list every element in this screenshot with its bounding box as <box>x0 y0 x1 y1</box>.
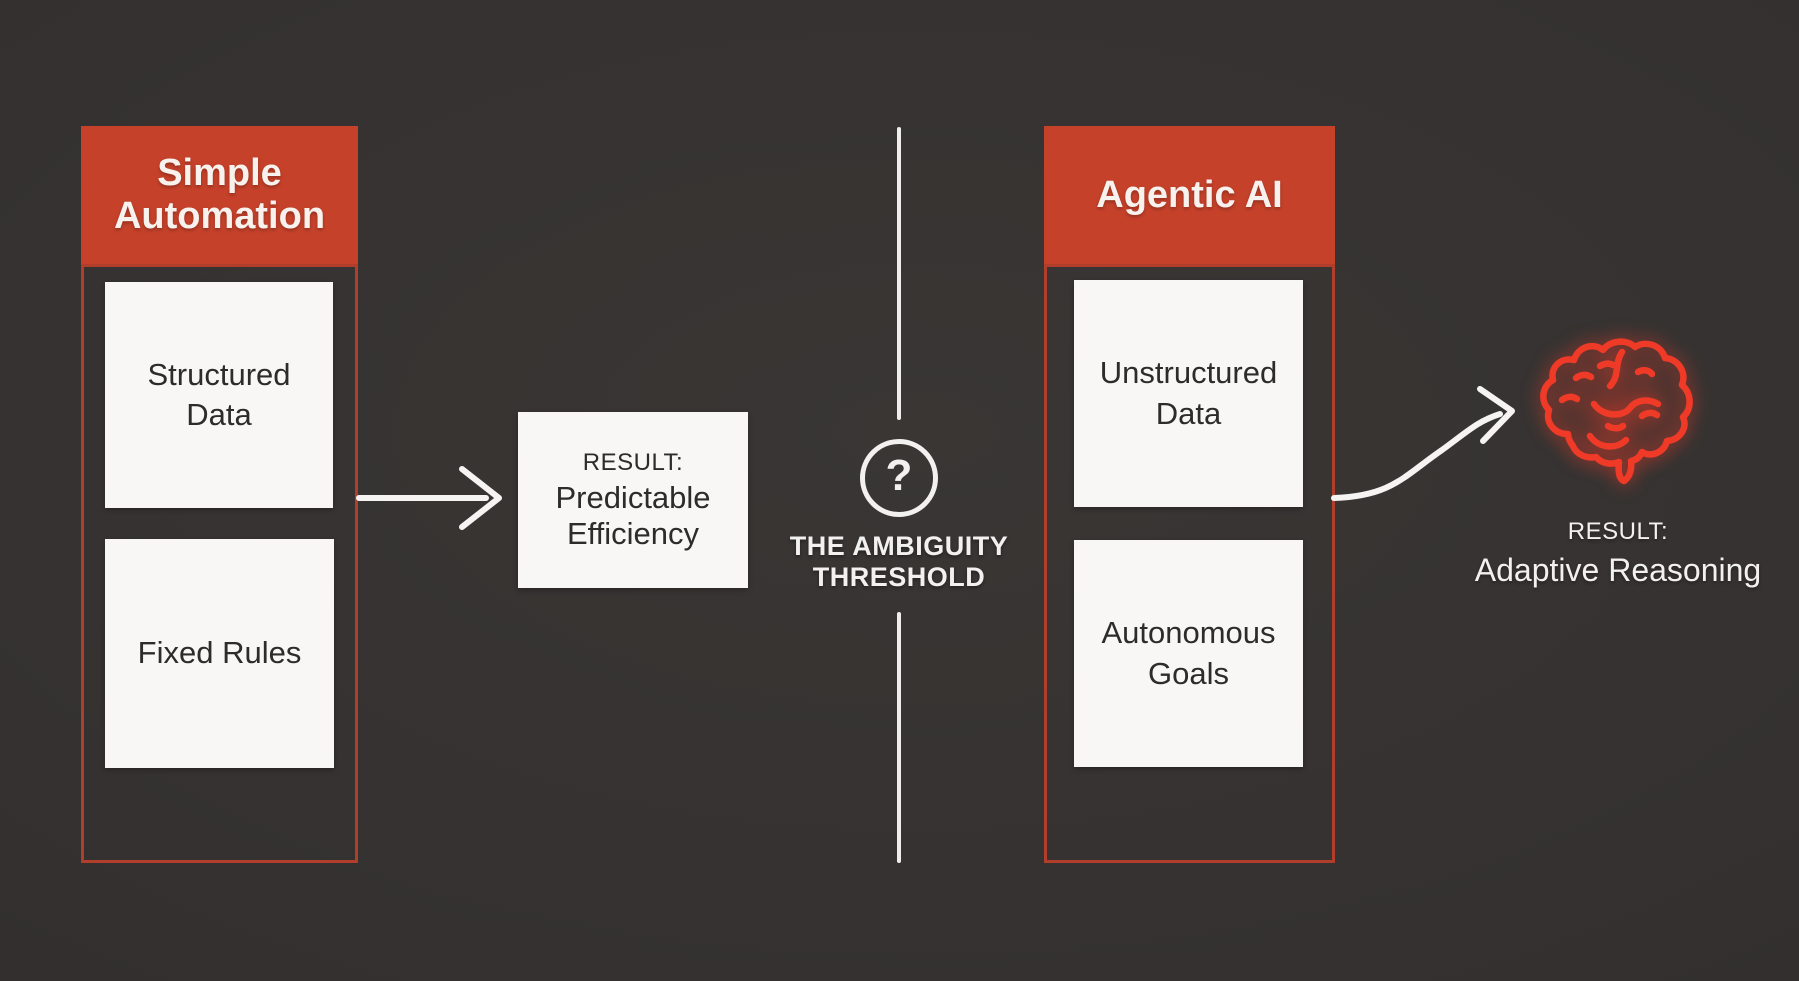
unstructured-data-card: Unstructured Data <box>1074 280 1303 507</box>
structured-data-card: Structured Data <box>105 282 333 508</box>
fixed-rules-card: Fixed Rules <box>105 539 334 768</box>
threshold-divider-top <box>897 127 901 420</box>
left-result-value: Predictable Efficiency <box>555 479 711 551</box>
threshold-line1: THE AMBIGUITY <box>789 531 1009 561</box>
agentic-ai-title: Agentic AI <box>1096 173 1283 216</box>
unstructured-data-label: Unstructured Data <box>1099 355 1278 431</box>
fixed-rules-label: Fixed Rules <box>137 635 302 671</box>
autonomous-goals-label: Autonomous Goals <box>1101 615 1276 691</box>
predictable-efficiency-result-box: RESULT: Predictable Efficiency <box>518 412 748 588</box>
right-result-label: RESULT: <box>1567 518 1669 545</box>
simple-automation-header: Simple Automation <box>81 126 358 264</box>
agentic-ai-body <box>1044 264 1335 863</box>
curved-arrow-icon <box>1331 386 1515 501</box>
ambiguity-threshold-label: THE AMBIGUITY THRESHOLD <box>719 531 1079 592</box>
adaptive-reasoning-result: RESULT: Adaptive Reasoning <box>1468 518 1768 589</box>
structured-data-label: Structured Data <box>147 356 291 432</box>
question-mark-icon: ? <box>860 439 938 517</box>
threshold-line2: THRESHOLD <box>812 561 986 592</box>
straight-arrow-icon <box>356 466 502 530</box>
simple-automation-body <box>81 264 358 863</box>
agentic-ai-column: Agentic AI <box>1044 126 1335 863</box>
simple-automation-title: Simple Automation <box>113 152 326 237</box>
right-result-value: Adaptive Reasoning <box>1474 552 1762 588</box>
agentic-ai-header: Agentic AI <box>1044 126 1335 264</box>
question-mark-glyph: ? <box>885 451 913 500</box>
brain-icon <box>1536 336 1700 485</box>
autonomous-goals-card: Autonomous Goals <box>1074 540 1303 767</box>
left-result-label: RESULT: <box>582 448 684 476</box>
simple-automation-column: Simple Automation <box>81 126 358 863</box>
threshold-divider-bottom <box>897 612 901 863</box>
